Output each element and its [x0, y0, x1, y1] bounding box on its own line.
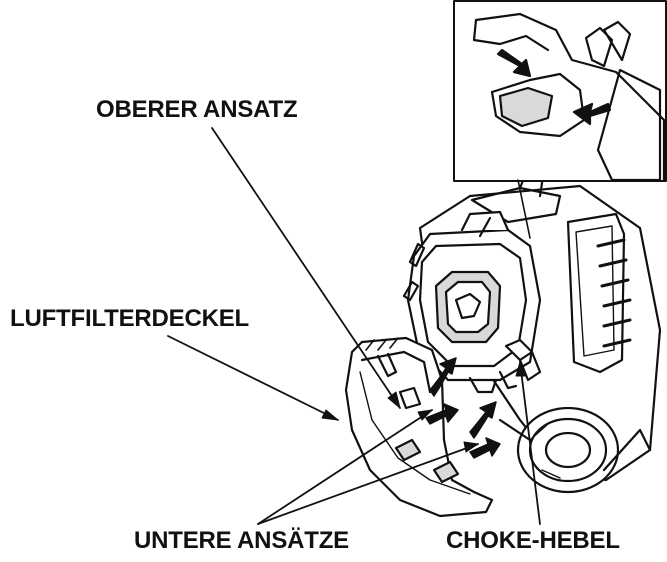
- leader-lower-tab-2: [257, 443, 479, 525]
- inset-connector-line: [517, 179, 531, 239]
- leader-lines: [167, 127, 541, 525]
- leader-choke-lever: [519, 361, 541, 525]
- label-upper-tab: OBERER ANSATZ: [96, 96, 298, 123]
- label-choke-lever: CHOKE-HEBEL: [446, 527, 620, 554]
- leader-arrowheads: [321, 361, 527, 453]
- removal-arrows: [425, 357, 501, 459]
- label-lower-tabs: UNTERE ANSÄTZE: [134, 527, 349, 554]
- leader-lower-tab-1: [257, 409, 433, 525]
- label-air-filter-cover: LUFTFILTERDECKEL: [10, 305, 249, 332]
- air-cleaner-base: [402, 210, 542, 394]
- inset-detail-box: [453, 0, 667, 182]
- leader-filter-cover: [167, 335, 339, 421]
- leader-upper-tab: [211, 127, 401, 409]
